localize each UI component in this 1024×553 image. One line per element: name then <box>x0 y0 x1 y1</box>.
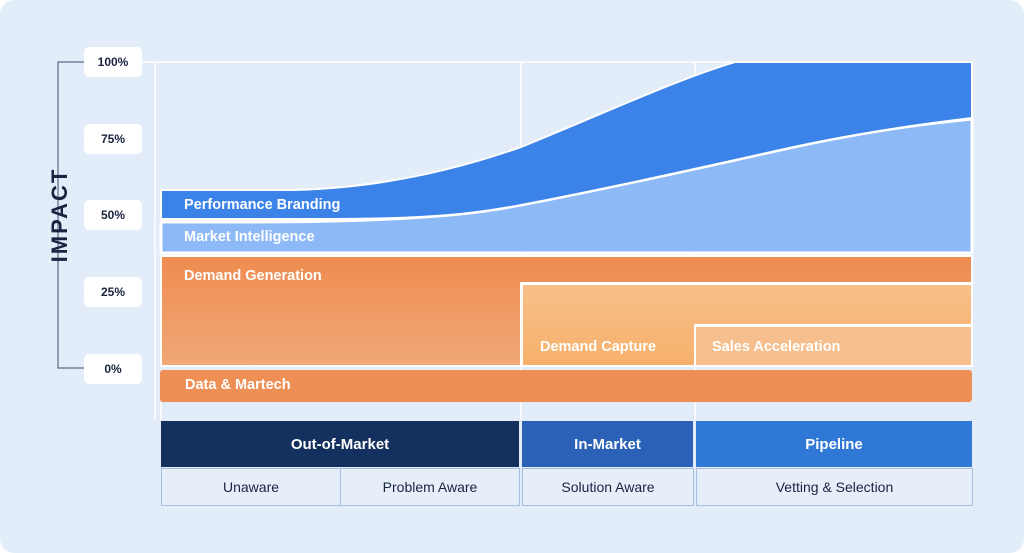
stage-pipeline: Pipeline <box>696 421 972 467</box>
stage-in-market: In-Market <box>522 421 693 467</box>
sales-acceleration-area <box>694 325 973 367</box>
tick-0: 0% <box>84 354 142 384</box>
label-performance-branding: Performance Branding <box>184 197 341 213</box>
label-demand-capture: Demand Capture <box>540 339 657 355</box>
label-market-intelligence: Market Intelligence <box>184 229 315 245</box>
substage-unaware: Unaware <box>161 468 341 506</box>
tick-100: 100% <box>84 47 142 77</box>
label-data-martech: Data & Martech <box>185 377 291 393</box>
label-sales-acceleration: Sales Acceleration <box>712 339 841 355</box>
y-axis-title: IMPACT <box>47 167 72 263</box>
substage-vetting-selection: Vetting & Selection <box>696 468 973 506</box>
label-demand-generation: Demand Generation <box>184 268 322 284</box>
substage-problem-aware: Problem Aware <box>340 468 520 506</box>
substage-solution-aware: Solution Aware <box>522 468 694 506</box>
demand-generation-area <box>160 255 973 367</box>
performance-branding-area <box>160 61 973 221</box>
stage-out-of-market: Out-of-Market <box>161 421 519 467</box>
data-martech-area <box>160 370 972 402</box>
tick-50: 50% <box>84 200 142 230</box>
y-axis-bracket <box>57 61 84 369</box>
tick-25: 25% <box>84 277 142 307</box>
tick-75: 75% <box>84 124 142 154</box>
